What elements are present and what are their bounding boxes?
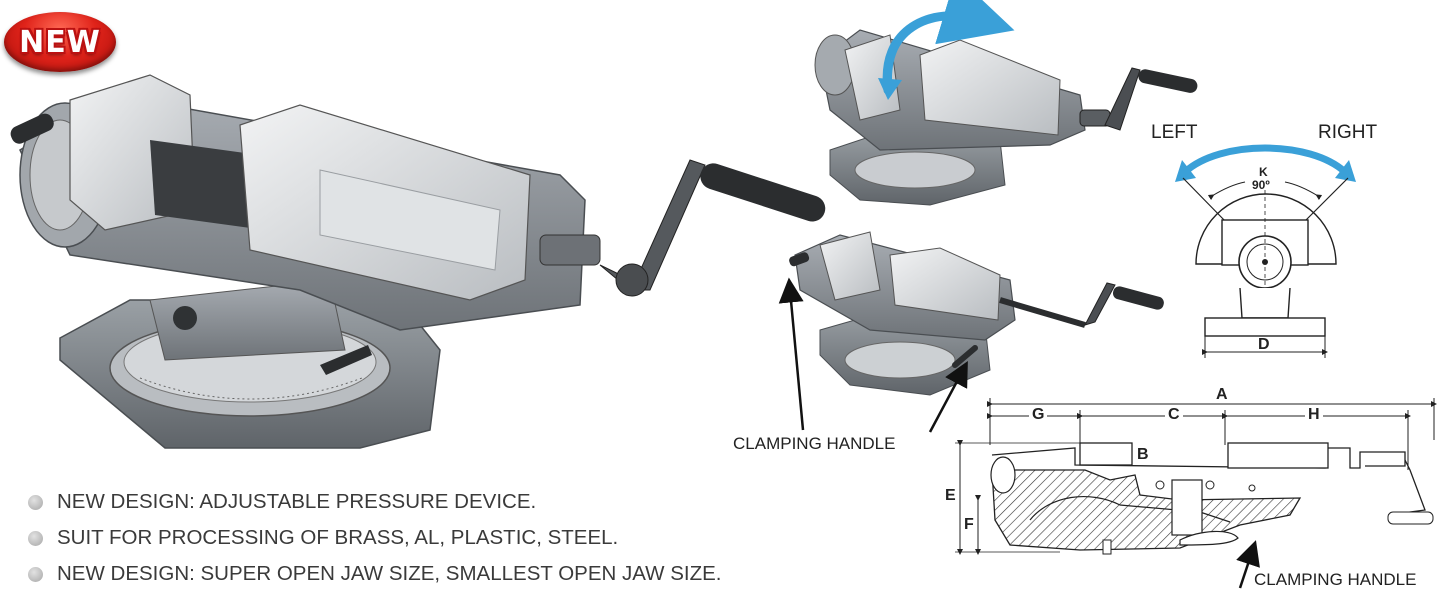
new-badge: NEW <box>4 12 116 72</box>
dim-d-label: D <box>1258 336 1270 353</box>
dimension-drawing <box>955 398 1437 555</box>
left-label: LEFT <box>1151 122 1198 143</box>
clamping-handle-label-bottom: CLAMPING HANDLE <box>1254 570 1417 589</box>
k-label: K <box>1259 165 1268 179</box>
bullet-icon <box>28 494 43 510</box>
bullet-icon <box>28 566 43 582</box>
dim-f-label: F <box>964 516 974 533</box>
clamping-handle-pointers <box>778 277 1260 589</box>
feature-item: NEW DESIGN: SUPER OPEN JAW SIZE, SMALLES… <box>28 556 721 592</box>
large-vise-image <box>10 74 826 449</box>
dim-c-label: C <box>1165 406 1183 424</box>
angle-label: 90º <box>1252 178 1270 192</box>
feature-item: SUIT FOR PROCESSING OF BRASS, AL, PLASTI… <box>28 520 721 556</box>
right-label: RIGHT <box>1318 122 1378 143</box>
dim-h-label: H <box>1305 406 1323 424</box>
small-vise-image-middle <box>789 231 1164 396</box>
dim-g-label: G <box>1029 406 1048 424</box>
bullet-icon <box>28 530 43 546</box>
dim-a-label: A <box>1216 386 1228 403</box>
swivel-angle-diagram <box>1175 144 1356 358</box>
dim-b-label: B <box>1137 446 1149 463</box>
feature-list: NEW DESIGN: ADJUSTABLE PRESSURE DEVICE. … <box>28 484 721 592</box>
small-vise-image-top <box>814 0 1198 206</box>
feature-item: NEW DESIGN: ADJUSTABLE PRESSURE DEVICE. <box>28 484 721 520</box>
dim-e-label: E <box>945 487 956 504</box>
clamping-handle-label-top: CLAMPING HANDLE <box>733 434 896 453</box>
new-badge-text: NEW <box>19 24 101 60</box>
